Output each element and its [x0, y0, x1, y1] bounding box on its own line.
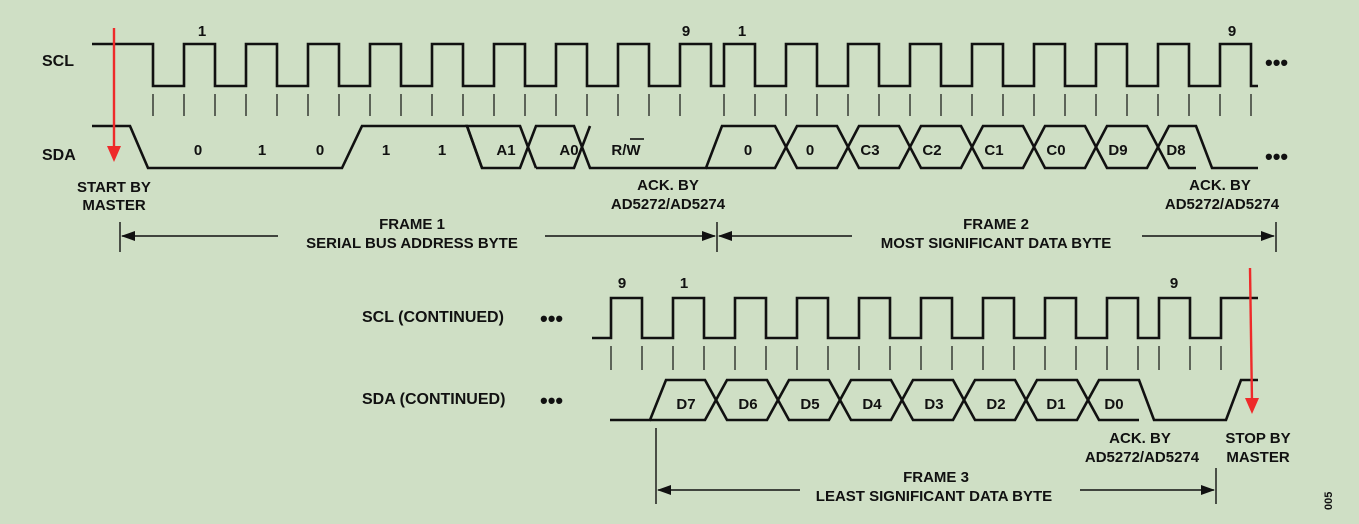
- frame1-bit: A0: [559, 142, 578, 159]
- clock-label-frame2-ninth: 9: [1228, 23, 1236, 40]
- clock-label-frame1-first: 1: [198, 23, 206, 40]
- ack2-label-line1: ACK. BY: [1189, 177, 1251, 194]
- frame1-bit-rw: R/W: [611, 142, 641, 159]
- frame2-bit: 0: [744, 142, 752, 159]
- stop-label-line1: STOP BY: [1225, 430, 1290, 447]
- scl-continued-ticks: [610, 346, 1222, 370]
- frame3-bit: D7: [676, 396, 695, 413]
- frame3-bit: D5: [800, 396, 819, 413]
- frame1-bit: 0: [316, 142, 324, 159]
- frame1-subtitle: SERIAL BUS ADDRESS BYTE: [306, 235, 518, 252]
- frame1-bits: 0 1 0 1 1 A1 A0 R/W: [194, 138, 644, 159]
- scl-continued-label: SCL (CONTINUED): [362, 309, 504, 326]
- frame3-bit: D1: [1046, 396, 1065, 413]
- frame2-bit: C1: [984, 142, 1003, 159]
- clock-label-frame3-ninth: 9: [1170, 275, 1178, 292]
- clock-label-frame1-ninth: 9: [682, 23, 690, 40]
- scl-waveform: [92, 42, 1258, 88]
- sda-waveform-main: [92, 124, 1258, 170]
- clock-label-frame2-first: 1: [738, 23, 746, 40]
- frame2-bits: 0 0 C3 C2 C1 C0 D9 D8: [744, 142, 1186, 159]
- stop-annotation: STOP BY MASTER: [1225, 430, 1290, 466]
- sda-waveform-complement: [465, 124, 1196, 170]
- sda-ellipsis: •••: [1265, 144, 1288, 169]
- frame2-bit: C2: [922, 142, 941, 159]
- frame3-bit: D3: [924, 396, 943, 413]
- start-label-line2: MASTER: [82, 197, 146, 214]
- frame3-subtitle: LEAST SIGNIFICANT DATA BYTE: [816, 488, 1052, 505]
- frame2-bit: D8: [1166, 142, 1185, 159]
- start-condition-red-arrow: [107, 28, 121, 162]
- stop-condition-red-arrow: [1245, 267, 1259, 414]
- start-annotation: START BY MASTER: [77, 179, 151, 214]
- frame3-title: FRAME 3: [903, 469, 969, 486]
- ack3-label-line2: AD5272/AD5274: [1085, 449, 1200, 466]
- sda-continued-label: SDA (CONTINUED): [362, 391, 505, 408]
- frame1-bit: 1: [438, 142, 446, 159]
- scl-dotted-ticks: [152, 94, 1252, 116]
- scl-label: SCL: [42, 53, 74, 70]
- frame3-bits: D7 D6 D5 D4 D3 D2 D1 D0: [676, 396, 1123, 413]
- figure-number: 005: [1323, 492, 1335, 510]
- sda-label: SDA: [42, 147, 76, 164]
- ack3-annotation: ACK. BY AD5272/AD5274: [1085, 430, 1200, 466]
- frame3-bit: D6: [738, 396, 757, 413]
- sda-continued-waveform-main: [610, 378, 1258, 422]
- frame1-bit: 0: [194, 142, 202, 159]
- frame2-bit: C0: [1046, 142, 1065, 159]
- frame2-bit: C3: [860, 142, 879, 159]
- ack2-label-line2: AD5272/AD5274: [1165, 196, 1280, 213]
- frame2-bit: D9: [1108, 142, 1127, 159]
- scl-continued-ellipsis: •••: [540, 306, 563, 331]
- scl-ellipsis: •••: [1265, 50, 1288, 75]
- frame3-bit: D0: [1104, 396, 1123, 413]
- clock-label-frame3-first: 1: [680, 275, 688, 292]
- ack3-label-line1: ACK. BY: [1109, 430, 1171, 447]
- frame2-title: FRAME 2: [963, 216, 1029, 233]
- frame3-bit: D2: [986, 396, 1005, 413]
- ack2-annotation: ACK. BY AD5272/AD5274: [1165, 177, 1280, 213]
- start-label-line1: START BY: [77, 179, 151, 196]
- ack1-label-line1: ACK. BY: [637, 177, 699, 194]
- ack1-annotation: ACK. BY AD5272/AD5274: [611, 177, 726, 213]
- frame3-bit: D4: [862, 396, 882, 413]
- ack1-label-line2: AD5272/AD5274: [611, 196, 726, 213]
- sda-continued-waveform-complement: [650, 397, 1139, 422]
- frame1-title: FRAME 1: [379, 216, 445, 233]
- frame1-bit: A1: [496, 142, 515, 159]
- frame1-bit: 1: [382, 142, 390, 159]
- stop-label-line2: MASTER: [1226, 449, 1290, 466]
- frame2-subtitle: MOST SIGNIFICANT DATA BYTE: [881, 235, 1112, 252]
- frame2-bit: 0: [806, 142, 814, 159]
- frame1-bit: 1: [258, 142, 266, 159]
- scl-continued-waveform: [592, 296, 1258, 340]
- clock-label-frame3-previous-ninth: 9: [618, 275, 626, 292]
- sda-continued-ellipsis: •••: [540, 388, 563, 413]
